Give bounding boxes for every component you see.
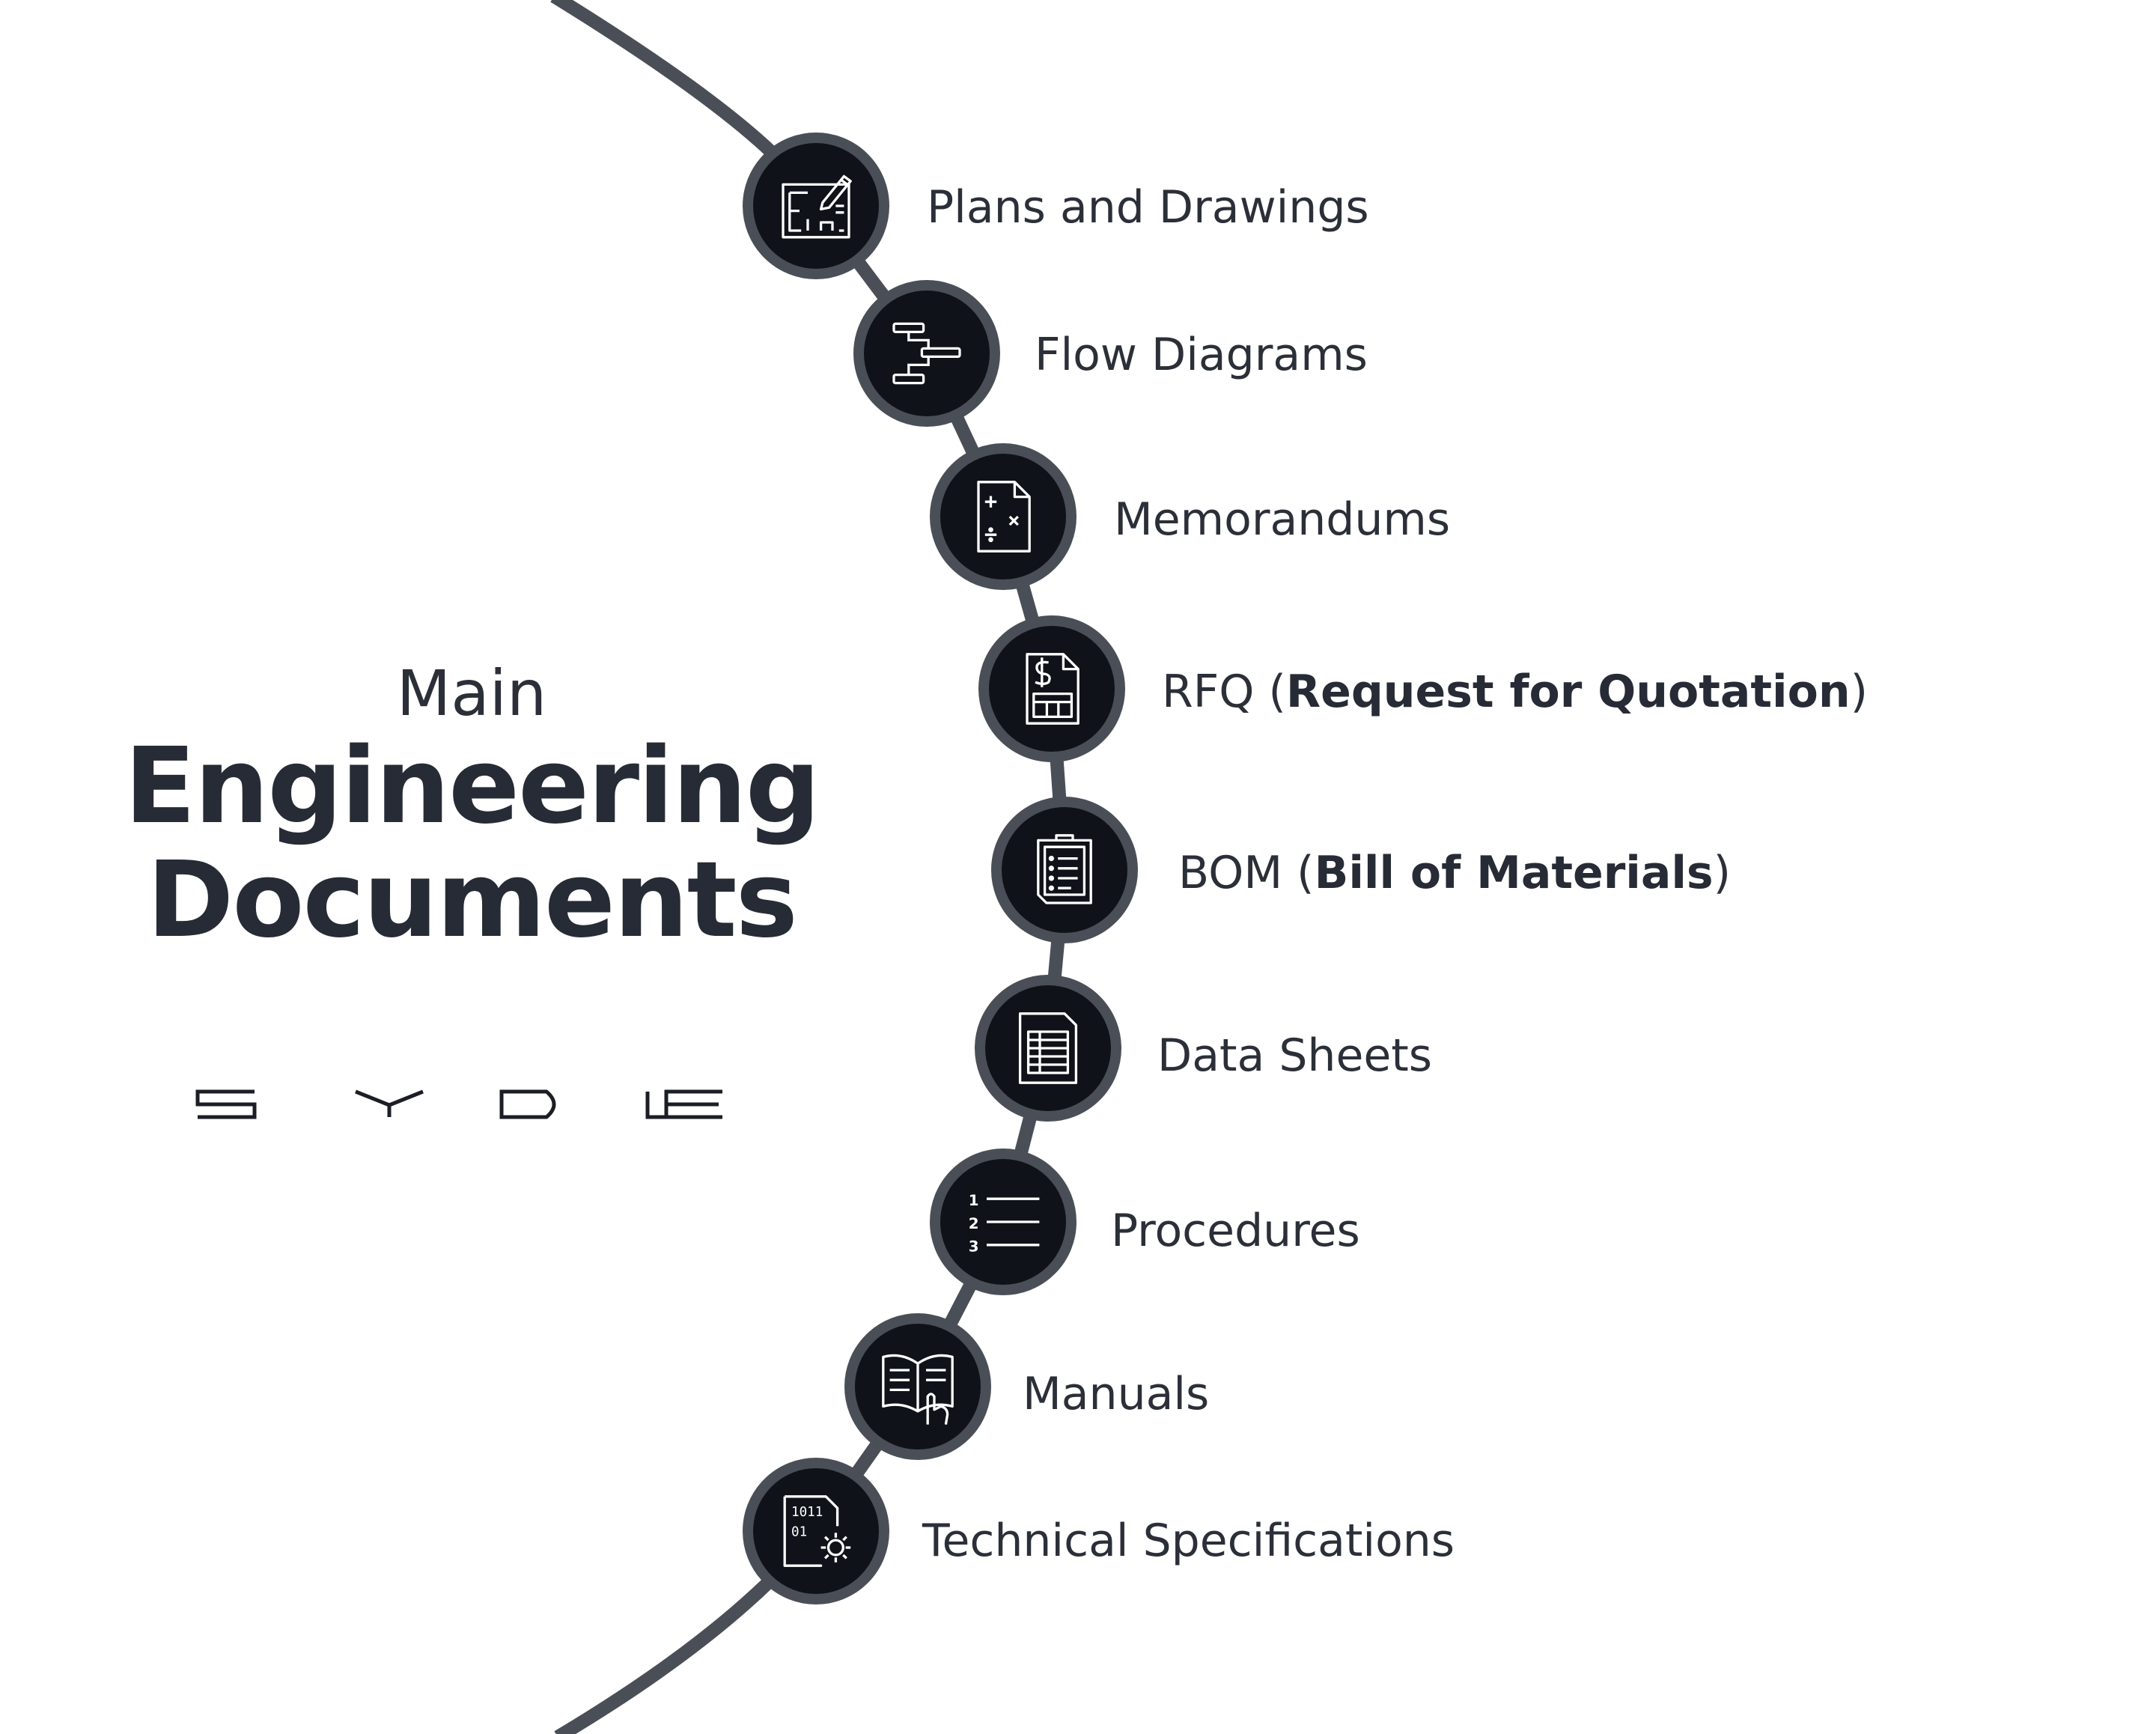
calculation-document-icon	[977, 481, 1031, 553]
title-line-1: Engineering	[124, 725, 820, 848]
title-block: Main Engineering Documents	[105, 659, 838, 955]
label-memorandums: Memorandums	[1114, 493, 1451, 546]
label-flow-diagrams: Flow Diagrams	[1035, 329, 1368, 381]
sydle-logo	[195, 1089, 722, 1119]
invoice-dollar-icon	[1026, 653, 1079, 725]
svg-text:1: 1	[969, 1192, 979, 1209]
spreadsheet-document-icon	[1018, 1012, 1078, 1084]
open-book-hand-icon	[882, 1354, 954, 1425]
node-procedures: 1 2 3	[930, 1149, 1077, 1295]
svg-text:2: 2	[969, 1215, 979, 1232]
label-plans-and-drawings: Plans and Drawings	[927, 181, 1369, 234]
node-flow-diagrams	[853, 280, 1000, 427]
node-memorandums	[930, 443, 1077, 590]
svg-text:01: 01	[791, 1525, 807, 1540]
node-bom	[991, 797, 1138, 943]
node-data-sheets	[975, 975, 1121, 1122]
label-rfq: RFQ (Request for Quotation)	[1162, 666, 1868, 718]
node-plans-and-drawings	[743, 133, 889, 279]
blueprint-pencil-icon	[782, 174, 852, 239]
label-bom: BOM (Bill of Materials)	[1178, 847, 1732, 899]
title-line-2: Documents	[147, 839, 798, 961]
node-manuals	[844, 1313, 991, 1460]
title-pre: Main	[396, 657, 547, 730]
label-data-sheets: Data Sheets	[1157, 1029, 1433, 1082]
label-technical-specifications: Technical Specifications	[922, 1515, 1455, 1567]
clipboard-list-icon	[1037, 834, 1092, 904]
svg-text:1011: 1011	[791, 1505, 823, 1520]
svg-text:3: 3	[969, 1238, 979, 1256]
node-technical-specifications: 1011 01	[743, 1458, 889, 1604]
node-rfq	[978, 615, 1125, 762]
binary-gear-document-icon: 1011 01	[783, 1495, 851, 1567]
label-procedures: Procedures	[1111, 1205, 1360, 1257]
label-manuals: Manuals	[1023, 1368, 1210, 1420]
flow-diagram-icon	[892, 322, 961, 385]
numbered-list-icon: 1 2 3	[969, 1192, 1040, 1256]
